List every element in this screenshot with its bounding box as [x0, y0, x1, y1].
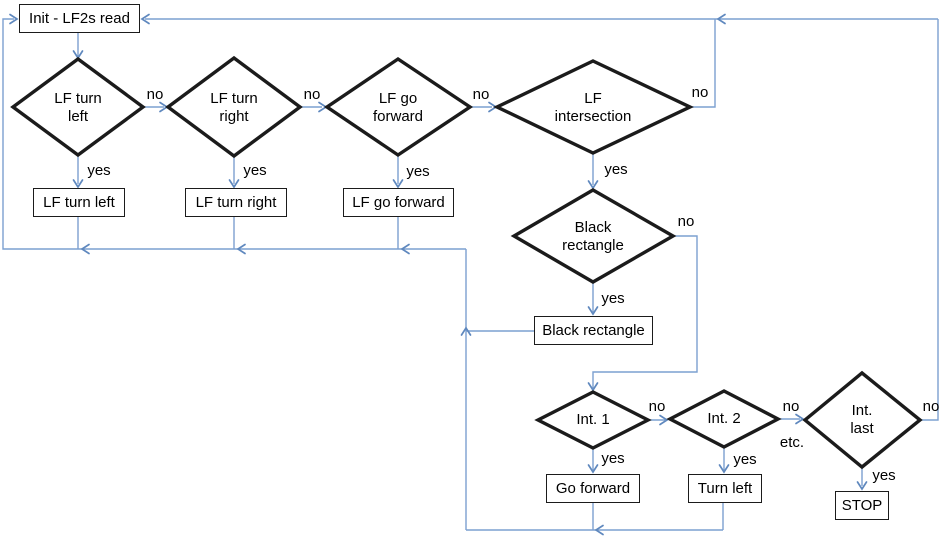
connector-lf-intersection-no — [690, 19, 716, 108]
arrowhead-into-black-rectangle — [587, 180, 599, 190]
process-black-rectangle: Black rectangle — [534, 316, 653, 345]
arrowhead-into-lf-turn-right-box — [228, 179, 240, 189]
decision-lf-turn-left-shape — [10, 56, 146, 158]
edge-label-no-lf-turn-right: no — [303, 86, 321, 103]
decision-lf-turn-right-label: LF turn right — [210, 90, 258, 125]
edge-label-no-int-2: no — [782, 398, 800, 415]
arrowhead-left-loop-1 — [80, 243, 90, 255]
edge-label-no-lf-go-forward: no — [472, 86, 490, 103]
decision-lf-turn-right-shape — [165, 55, 303, 159]
decision-lf-intersection-shape — [493, 59, 694, 155]
process-go-forward: Go forward — [546, 474, 640, 503]
arrowhead-into-int2 — [659, 414, 669, 426]
arrowhead-into-int-last — [795, 413, 805, 425]
edge-label-no-int-1: no — [648, 398, 666, 415]
process-stop: STOP — [835, 491, 889, 520]
arrowhead-into-int1 — [587, 382, 599, 392]
decision-int-2-shape — [666, 389, 782, 449]
edge-label-no-black-rectangle: no — [677, 213, 695, 230]
edge-label-yes-int-1: yes — [601, 450, 625, 467]
decision-lf-go-forward-label: LF go forward — [372, 90, 424, 125]
edge-label-no-lf-intersection: no — [691, 84, 709, 101]
arrowhead-bottom-loop — [594, 524, 604, 536]
edge-label-yes-int-2: yes — [733, 451, 757, 468]
arrowhead-inner-loop-up — [460, 326, 472, 336]
decision-lf-intersection-label: LF intersection — [554, 90, 632, 125]
arrowhead-into-lf-go-forward-box — [392, 179, 404, 189]
edge-label-yes-lf-turn-left: yes — [87, 162, 111, 179]
arrowhead-into-init-right — [140, 13, 150, 25]
process-lf-turn-left: LF turn left — [33, 188, 125, 217]
arrowhead-left-loop-3 — [400, 243, 410, 255]
arrowhead-into-lf-turn-left-box — [72, 179, 84, 189]
edge-label-etc-int-2: etc. — [779, 434, 805, 451]
decision-int-2-label: Int. 2 — [707, 410, 741, 427]
edge-label-yes-black-rectangle: yes — [601, 290, 625, 307]
decision-int-1-shape — [534, 390, 652, 450]
decision-int-last-shape — [802, 370, 923, 470]
process-turn-left: Turn left — [688, 474, 762, 503]
edge-label-yes-lf-turn-right: yes — [243, 162, 267, 179]
arrowhead-left-loop-2 — [236, 243, 246, 255]
process-init: Init - LF2s read — [19, 4, 140, 33]
arrowhead-into-black-rectangle-box — [587, 306, 599, 316]
arrowhead-into-stop-box — [856, 481, 868, 491]
edge-label-yes-lf-intersection: yes — [604, 161, 628, 178]
decision-lf-turn-left-label: LF turn left — [54, 90, 102, 125]
connector-int-last-no — [920, 19, 939, 421]
arrowhead-into-go-forward-box — [587, 464, 599, 474]
arrowhead-top-return-mid — [716, 13, 726, 25]
process-lf-go-forward: LF go forward — [343, 188, 454, 217]
edge-label-no-lf-turn-left: no — [146, 86, 164, 103]
edge-label-yes-lf-go-forward: yes — [406, 163, 430, 180]
edge-label-no-int-last: no — [922, 398, 940, 415]
process-lf-turn-right: LF turn right — [185, 188, 287, 217]
connector-return-left-loop — [2, 18, 466, 250]
connector-black-rectangle-no — [592, 235, 698, 388]
arrowhead-into-init-left — [9, 13, 19, 25]
decision-black-rectangle-shape — [510, 188, 677, 284]
decision-black-rectangle-label: Black rectangle — [562, 219, 624, 254]
decision-int-1-label: Int. 1 — [576, 411, 610, 428]
arrowhead-into-turn-left-box — [718, 464, 730, 474]
decision-int-last-label: Int. last — [850, 402, 874, 437]
edge-label-yes-int-last: yes — [872, 467, 896, 484]
decision-lf-go-forward-shape — [323, 56, 474, 158]
